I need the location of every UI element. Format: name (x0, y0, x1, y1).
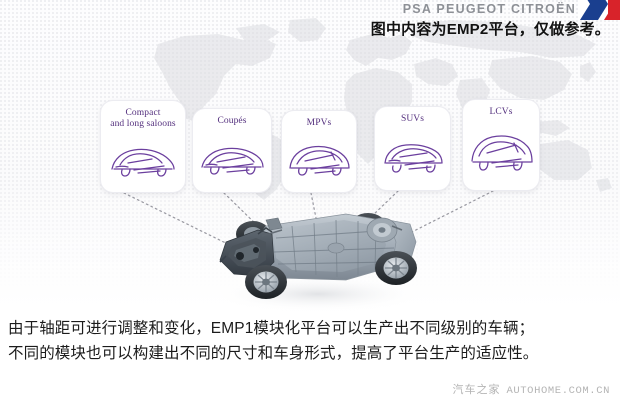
watermark-en: AUTOHOME.COM.CN (506, 385, 610, 397)
card-label: SUVs (400, 114, 425, 124)
front-powertrain-module (219, 227, 275, 277)
brand-header: PSA PEUGEOT CITROËN 图中内容为EMP2平台，仅做参考。 (320, 0, 620, 46)
connector-lines (123, 190, 494, 253)
card-artwork (375, 125, 450, 190)
caption-line-1: 由于轴距可进行调整和变化，EMP1模块化平台可以生产出不同级别的车辆； (8, 320, 535, 337)
rear-suspension-disc (366, 217, 398, 243)
card-artwork (282, 129, 356, 192)
chassis-image (196, 190, 432, 312)
card-label: LCVs (489, 107, 513, 117)
car-chassis-platform-icon (212, 213, 424, 312)
watermark: 汽车之家 AUTOHOME.COM.CN (452, 381, 610, 397)
wheel-front-right (245, 265, 287, 299)
card-artwork (193, 127, 271, 192)
notice-text: 图中内容为EMP2平台，仅做参考。 (370, 21, 610, 38)
card-coupes[interactable]: Coupés (192, 108, 272, 193)
card-artwork (101, 130, 185, 192)
connector-line-0 (123, 192, 245, 253)
card-suvs[interactable]: SUVs (374, 106, 451, 191)
caption-line-2: 不同的模块也可以构建出不同的尺寸和车身形式，提高了平台生产的适应性。 (8, 345, 539, 362)
card-mpvs[interactable]: MPVs (281, 110, 357, 193)
connector-line-2 (310, 192, 317, 219)
connector-line-3 (371, 190, 399, 217)
caption-text: 由于轴距可进行调整和变化，EMP1模块化平台可以生产出不同级别的车辆； 不同的模… (8, 316, 612, 366)
card-label: Coupés (217, 116, 247, 126)
wheel-rear-right (375, 251, 417, 285)
coupe-car-icon (201, 147, 264, 175)
mpv-car-icon (289, 145, 350, 176)
compact-saloon-car-icon (111, 148, 175, 177)
card-lcvs[interactable]: LCVs (462, 99, 540, 191)
brand-name: PSA PEUGEOT CITROËN (402, 2, 576, 16)
card-artwork (463, 118, 539, 190)
card-label: MPVs (306, 118, 332, 128)
connector-line-4 (403, 190, 494, 237)
connector-line-1 (223, 192, 263, 231)
lcv-van-icon (471, 135, 533, 171)
suv-car-icon (383, 143, 443, 173)
watermark-cn: 汽车之家 (452, 384, 501, 396)
psa-chevron-logo-icon (578, 0, 620, 20)
